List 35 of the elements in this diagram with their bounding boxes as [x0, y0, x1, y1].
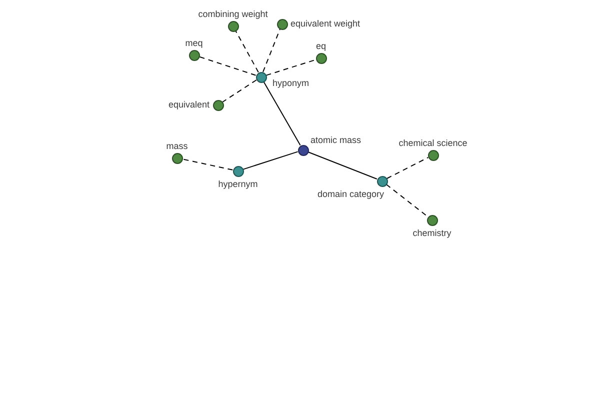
graph-node-dot [256, 72, 266, 82]
connector-line [263, 81, 301, 146]
node-label: mass [166, 140, 188, 152]
dashed-connector [198, 56, 256, 76]
node-label: hypernym [218, 178, 258, 190]
connector-line [308, 152, 378, 180]
graph-node-dot [426, 214, 438, 226]
dashed-connector [262, 28, 280, 72]
node-label: eq [316, 40, 326, 52]
node-label: atomic mass [310, 134, 362, 146]
node-label: domain category [317, 188, 384, 200]
graph-node-dot [316, 52, 326, 64]
dashed-connector [386, 184, 428, 218]
graph-node-dot [232, 166, 244, 176]
node-label: combining weight [198, 8, 268, 20]
connector-line [242, 151, 298, 170]
dashed-connector [386, 157, 429, 179]
graph-node-dot [428, 150, 438, 160]
node-label: equivalent weight [290, 18, 360, 30]
graph-node-dot [228, 20, 238, 32]
node-label: equivalent [168, 100, 210, 110]
dashed-connector [182, 158, 234, 170]
node-label: meq [185, 38, 203, 48]
graph-node-dot [376, 176, 388, 186]
graph-node-dot [276, 18, 288, 30]
node-label: chemical science [398, 138, 468, 148]
graph-node-dot [212, 100, 224, 110]
graph-node-dot [188, 50, 200, 60]
dashed-connector [222, 80, 257, 102]
node-label: chemistry [412, 228, 452, 238]
dashed-connector [235, 30, 259, 73]
dashed-connector [266, 59, 316, 76]
node-label: hyponym [272, 78, 310, 89]
graph-node-dot [298, 144, 308, 156]
graph-node-dot [172, 152, 182, 164]
